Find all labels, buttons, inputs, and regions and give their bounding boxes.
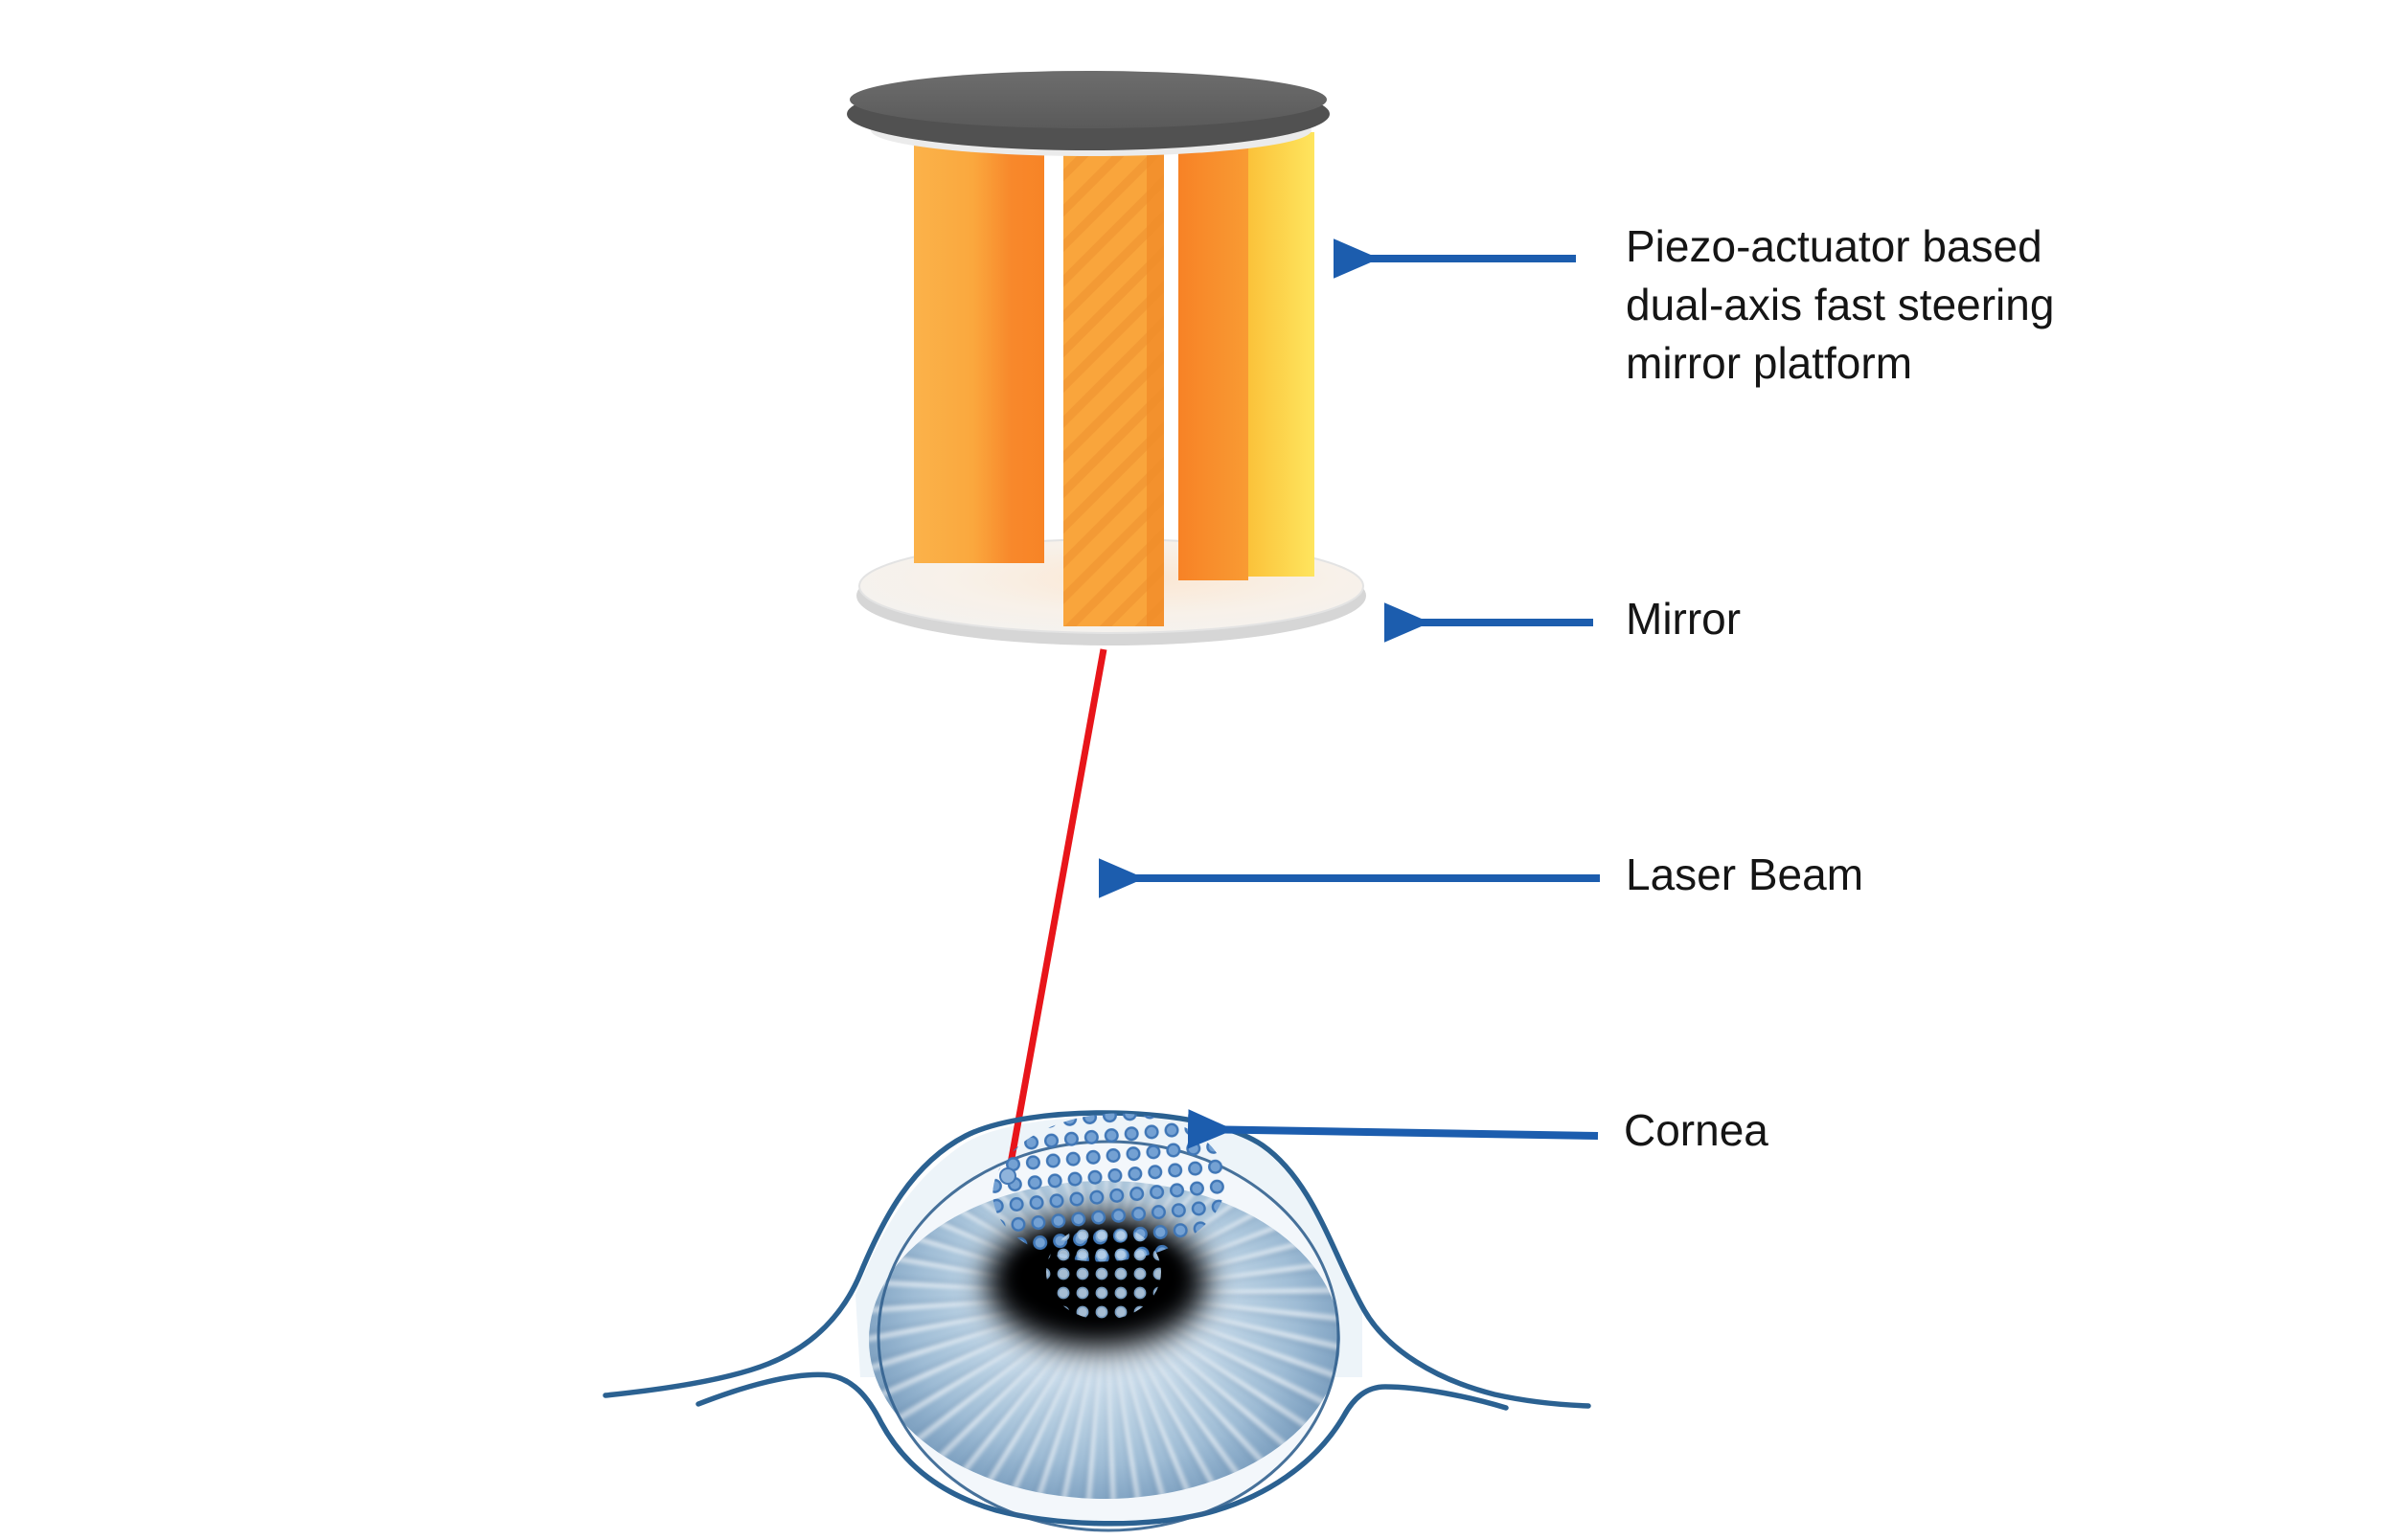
- eye-outline: [603, 1110, 1591, 1527]
- ablation-dot-pattern: [992, 1113, 1226, 1320]
- platform-label-line3: mirror platform: [1626, 338, 1913, 388]
- lower-lid-outline: [696, 1371, 1509, 1527]
- cornea-arrow: [1187, 1109, 1599, 1149]
- piezo-pillar-left: [914, 132, 1044, 563]
- cornea-dome-outline: [603, 1110, 1591, 1409]
- ablation-dot-tail: [1046, 1224, 1161, 1320]
- platform-top-disc: [847, 71, 1330, 156]
- annotation-arrows: [1099, 238, 1600, 1149]
- platform-label-line2: dual-axis fast steering: [1626, 280, 2055, 329]
- piezo-pillar-right: [1178, 132, 1248, 580]
- fsm-platform: [847, 71, 1366, 645]
- platform-label: Piezo-actuator based dual-axis fast stee…: [1626, 217, 2054, 393]
- mirror-label: Mirror: [1626, 594, 1742, 644]
- laser-beam-line: [1005, 648, 1107, 1175]
- piezo-pillar-front-hatched: [1063, 132, 1164, 626]
- piezo-pillar-right-side-face: [1248, 132, 1314, 577]
- laser-beam-label: Laser Beam: [1626, 849, 1864, 899]
- platform-label-line1: Piezo-actuator based: [1626, 221, 2042, 271]
- cornea-label: Cornea: [1624, 1105, 1768, 1155]
- laser-spot-dot: [999, 1167, 1016, 1185]
